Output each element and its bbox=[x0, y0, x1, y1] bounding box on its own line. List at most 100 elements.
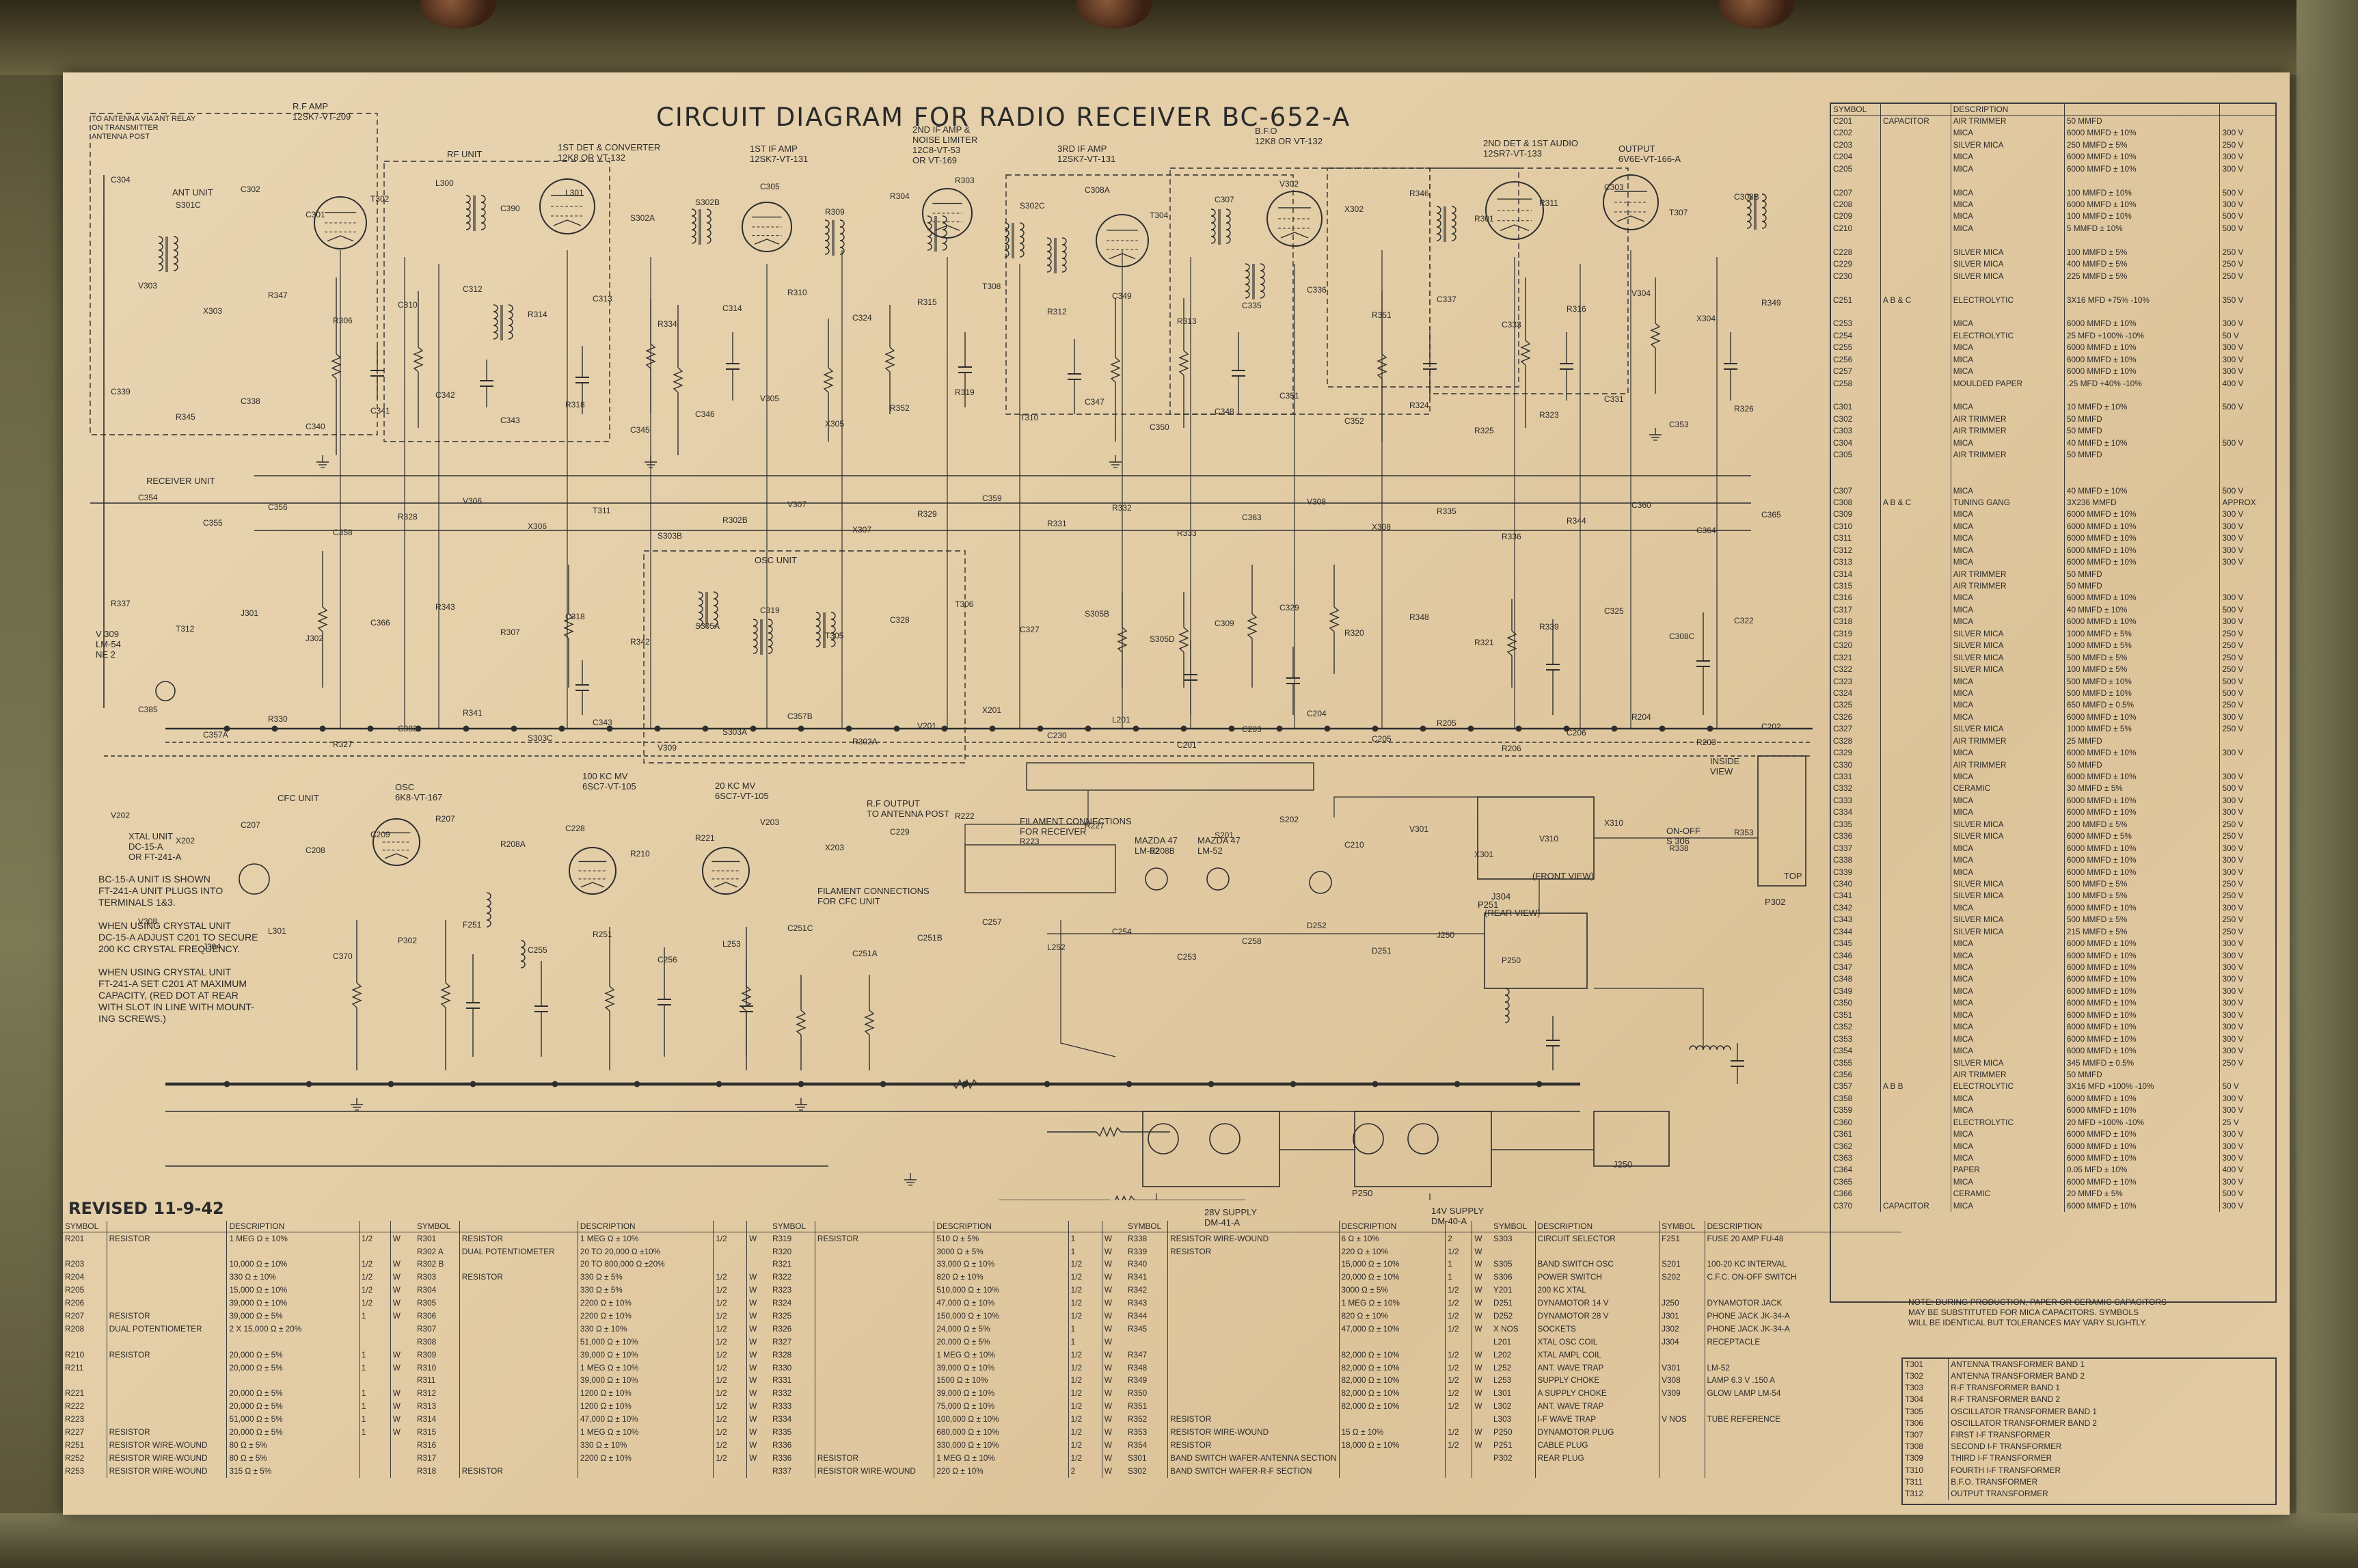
component-label: X301 bbox=[1474, 850, 1494, 859]
table-cell: 6000 MMFD ± 10% bbox=[2063, 127, 2220, 139]
resistor-symbol bbox=[645, 343, 656, 369]
table-cell: R330 bbox=[772, 1362, 792, 1373]
table-cell bbox=[746, 1465, 770, 1478]
table-cell: C348 bbox=[1833, 974, 1853, 984]
table-cell: MICA bbox=[1950, 949, 2065, 962]
table-cell bbox=[1880, 390, 1951, 402]
revision-date: REVISED 11-9-42 bbox=[68, 1199, 224, 1218]
label-output: OUTPUT 6V6E-VT-166-A bbox=[1618, 144, 1681, 164]
table-cell: 1/2 bbox=[713, 1232, 747, 1245]
table-cell bbox=[1880, 997, 1951, 1010]
table-cell: 300 V bbox=[2219, 127, 2275, 139]
table-row bbox=[1491, 1465, 1901, 1478]
component-label: R312 bbox=[1047, 307, 1067, 316]
table-cell: 100-20 KC INTERVAL bbox=[1704, 1258, 1901, 1271]
table-cell: 1/2 bbox=[1068, 1439, 1102, 1452]
table-cell bbox=[814, 1336, 934, 1349]
component-label: C324 bbox=[852, 313, 872, 323]
table-cell bbox=[1880, 866, 1951, 878]
column-header bbox=[746, 1221, 770, 1232]
coil-symbol bbox=[1260, 263, 1265, 299]
component-label: R206 bbox=[1502, 744, 1521, 753]
junction-dot bbox=[1208, 1081, 1215, 1087]
table-cell: SILVER MICA bbox=[1950, 258, 2065, 271]
label-top: TOP bbox=[1784, 871, 1802, 881]
connector-p302 bbox=[1757, 755, 1806, 887]
table-cell bbox=[1704, 1439, 1901, 1452]
junction-dot bbox=[367, 725, 374, 732]
component-label: R331 bbox=[1047, 519, 1067, 528]
table-cell: R343 bbox=[1128, 1298, 1148, 1308]
table-cell: V NOS bbox=[1659, 1413, 1705, 1427]
antenna-note: TO ANTENNA VIA ANT RELAY ON TRANSMITTER … bbox=[92, 115, 196, 141]
component-label: R304 bbox=[890, 191, 910, 201]
table-cell bbox=[1704, 1400, 1901, 1414]
table-cell bbox=[106, 1297, 227, 1310]
table-cell: DUAL POTENTIOMETER bbox=[459, 1245, 578, 1258]
table-cell: 25 V bbox=[2219, 1116, 2275, 1129]
table-cell bbox=[1880, 759, 1951, 772]
resistor-symbol bbox=[864, 1010, 875, 1036]
junction-dot bbox=[470, 1081, 476, 1087]
table-cell bbox=[1880, 234, 1951, 247]
table-cell: 300 V bbox=[2219, 151, 2275, 163]
table-cell bbox=[746, 1258, 770, 1271]
table-cell: 250 MMFD ± 5% bbox=[2063, 139, 2220, 152]
component-label: V306 bbox=[463, 496, 483, 506]
shield-outline bbox=[1005, 174, 1294, 415]
coil-symbol bbox=[1689, 1045, 1731, 1051]
table-cell: MICA bbox=[1950, 532, 2065, 545]
table-cell: CAPACITOR bbox=[1880, 1200, 1951, 1213]
component-label: C251C bbox=[787, 923, 813, 933]
shield-outline bbox=[90, 113, 378, 435]
table-cell bbox=[814, 1245, 934, 1258]
junction-dot bbox=[1515, 725, 1522, 732]
table-cell: 1/2 bbox=[1068, 1361, 1102, 1375]
table-cell: R349 bbox=[1128, 1375, 1148, 1385]
table-cell bbox=[1880, 938, 1951, 950]
table-cell: R319 bbox=[772, 1233, 792, 1243]
component-label: R210 bbox=[630, 849, 650, 859]
table-cell: 500 V bbox=[2219, 675, 2275, 688]
component-label: R347 bbox=[268, 290, 288, 300]
table-cell bbox=[2219, 425, 2275, 437]
table-cell bbox=[1659, 1400, 1705, 1414]
table-cell: W bbox=[390, 1310, 415, 1323]
table-cell: R310 bbox=[417, 1362, 437, 1373]
component-label: C210 bbox=[1344, 840, 1364, 850]
table-cell: SILVER MICA bbox=[1950, 723, 2065, 735]
table-cell: C356 bbox=[1833, 1069, 1853, 1079]
table-cell: 6000 MMFD ± 10% bbox=[2063, 151, 2220, 163]
table-cell: 400 V bbox=[2219, 1164, 2275, 1176]
table-cell: LM-52 bbox=[1704, 1361, 1901, 1375]
table-cell: 20,000 Ω ± 5% bbox=[226, 1361, 360, 1375]
component-label: C208 bbox=[306, 846, 325, 855]
resistor-symbol bbox=[351, 982, 362, 1008]
table-cell: 6000 MMFD ± 10% bbox=[2063, 771, 2220, 783]
component-label: C385 bbox=[138, 705, 158, 714]
table-cell bbox=[1167, 1349, 1340, 1362]
table-cell: W bbox=[1101, 1465, 1126, 1478]
table-cell: AIR TRIMMER bbox=[1950, 449, 2065, 461]
table-cell: C326 bbox=[1833, 712, 1853, 722]
table-cell bbox=[459, 1323, 578, 1336]
table-cell: C254 bbox=[1833, 330, 1853, 340]
table-cell: 6000 MMFD ± 10% bbox=[2063, 163, 2220, 176]
table-cell: XTAL AMPL COIL bbox=[1534, 1349, 1659, 1362]
junction-dot bbox=[702, 725, 709, 732]
table-cell: MICA bbox=[1950, 604, 2065, 617]
